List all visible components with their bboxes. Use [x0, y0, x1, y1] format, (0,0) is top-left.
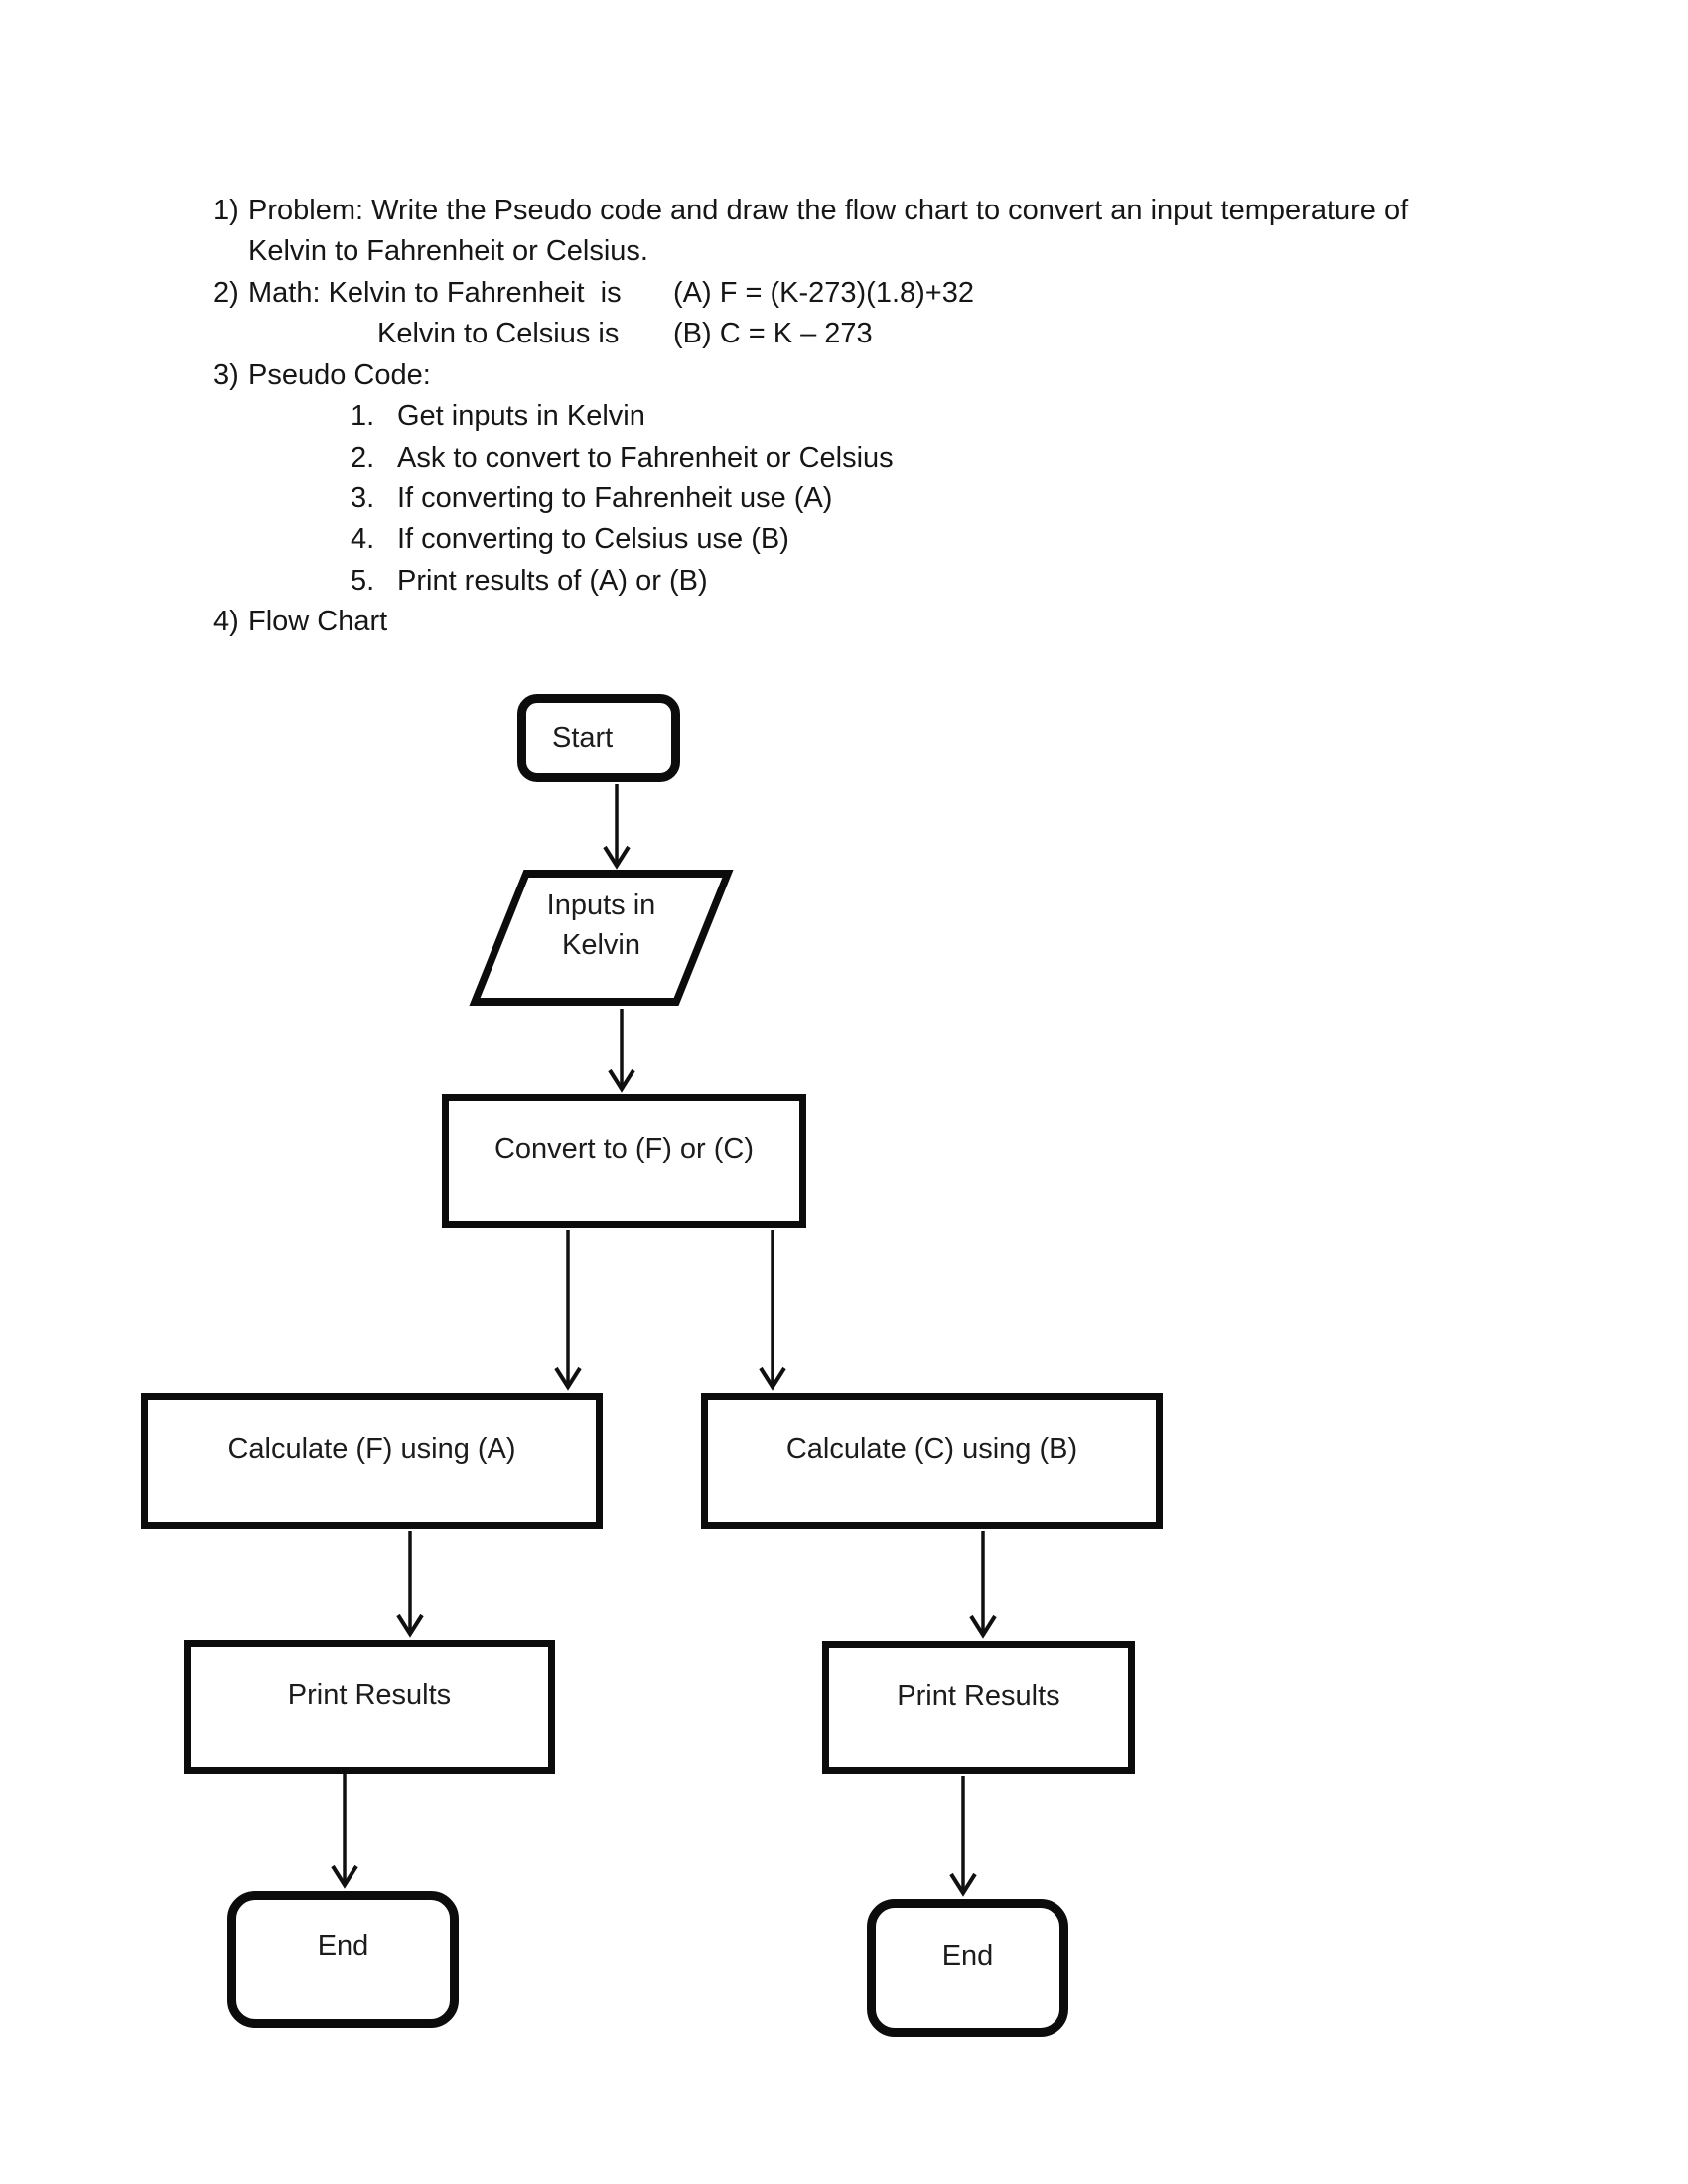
list-marker: 1): [213, 195, 239, 226]
input-label-line1: Inputs in: [546, 888, 656, 921]
list-marker: 2): [213, 277, 239, 309]
input-label: Inputs in Kelvin: [504, 878, 698, 998]
step-text: If converting to Fahrenheit use (A): [397, 482, 833, 514]
connector-print-left-to-end-left: [331, 1767, 358, 1889]
outline-line-3: 3) Pseudo Code:: [0, 355, 1688, 396]
print-results-left-process: Print Results: [184, 1640, 555, 1774]
list-marker: 4): [213, 606, 239, 637]
connector-input-to-convert: [608, 1009, 635, 1093]
pseudo-step-1: 1. Get inputs in Kelvin: [0, 396, 1688, 437]
pseudo-step-4: 4. If converting to Celsius use (B): [0, 519, 1688, 560]
outline-line-1: 1) Problem: Write the Pseudo code and dr…: [0, 191, 1688, 231]
start-label: Start: [552, 722, 614, 753]
pseudo-step-5: 5. Print results of (A) or (B): [0, 561, 1688, 602]
formula-a: (A) F = (K-273)(1.8)+32: [673, 277, 974, 309]
step-text: Get inputs in Kelvin: [397, 400, 645, 432]
print-results-left-label: Print Results: [287, 1679, 452, 1710]
end-right-label: End: [941, 1940, 994, 1972]
outline-line-2: 2) Math: Kelvin to Fahrenheit is (A) F =…: [0, 273, 1688, 314]
end-right-terminal: End: [867, 1899, 1068, 2037]
print-results-right-label: Print Results: [897, 1679, 1060, 1711]
pseudo-step-3: 3. If converting to Fahrenheit use (A): [0, 478, 1688, 519]
problem-statement-continued: Kelvin to Fahrenheit or Celsius.: [248, 235, 648, 267]
connector-calculate-f-to-print-left: [396, 1531, 424, 1638]
math-fahrenheit-text: Math: Kelvin to Fahrenheit is: [248, 277, 622, 309]
step-text: If converting to Celsius use (B): [397, 523, 789, 555]
step-text: Print results of (A) or (B): [397, 565, 708, 597]
outline-line-2-continued: Kelvin to Celsius is (B) C = K – 273: [0, 314, 1688, 354]
pseudo-step-2: 2. Ask to convert to Fahrenheit or Celsi…: [0, 438, 1688, 478]
problem-statement: Problem: Write the Pseudo code and draw …: [248, 195, 1409, 226]
print-results-right-process: Print Results: [822, 1641, 1135, 1774]
start-terminal: Start: [517, 694, 680, 782]
connector-convert-to-calculate-f: [554, 1230, 582, 1391]
convert-process: Convert to (F) or (C): [442, 1094, 806, 1228]
step-marker: 4.: [351, 523, 375, 555]
formula-b: (B) C = K – 273: [673, 318, 873, 349]
pseudo-code-heading: Pseudo Code:: [248, 359, 431, 391]
step-marker: 1.: [351, 400, 375, 432]
input-label-line2: Kelvin: [562, 928, 640, 961]
calculate-f-process: Calculate (F) using (A): [141, 1393, 603, 1529]
step-marker: 5.: [351, 565, 375, 597]
step-text: Ask to convert to Fahrenheit or Celsius: [397, 442, 894, 474]
connector-start-to-input: [603, 784, 631, 870]
flow-chart-heading: 4) Flow Chart: [0, 602, 1688, 642]
calculate-c-process: Calculate (C) using (B): [701, 1393, 1163, 1529]
end-left-terminal: End: [227, 1891, 459, 2028]
connector-print-right-to-end-right: [949, 1776, 977, 1897]
outline-line-1-continued: Kelvin to Fahrenheit or Celsius.: [0, 231, 1688, 272]
connector-convert-to-calculate-c: [759, 1230, 786, 1391]
calculate-c-label: Calculate (C) using (B): [785, 1433, 1078, 1465]
end-left-label: End: [317, 1929, 369, 1962]
flow-chart-heading-text: Flow Chart: [248, 606, 388, 637]
step-marker: 2.: [351, 442, 375, 474]
input-parallelogram: Inputs in Kelvin: [469, 870, 734, 1006]
calculate-f-label: Calculate (F) using (A): [227, 1433, 516, 1465]
math-celsius-text: Kelvin to Celsius is: [377, 318, 620, 349]
connector-calculate-c-to-print-right: [969, 1531, 997, 1639]
step-marker: 3.: [351, 482, 375, 514]
convert-label: Convert to (F) or (C): [493, 1133, 755, 1164]
list-marker: 3): [213, 359, 239, 391]
